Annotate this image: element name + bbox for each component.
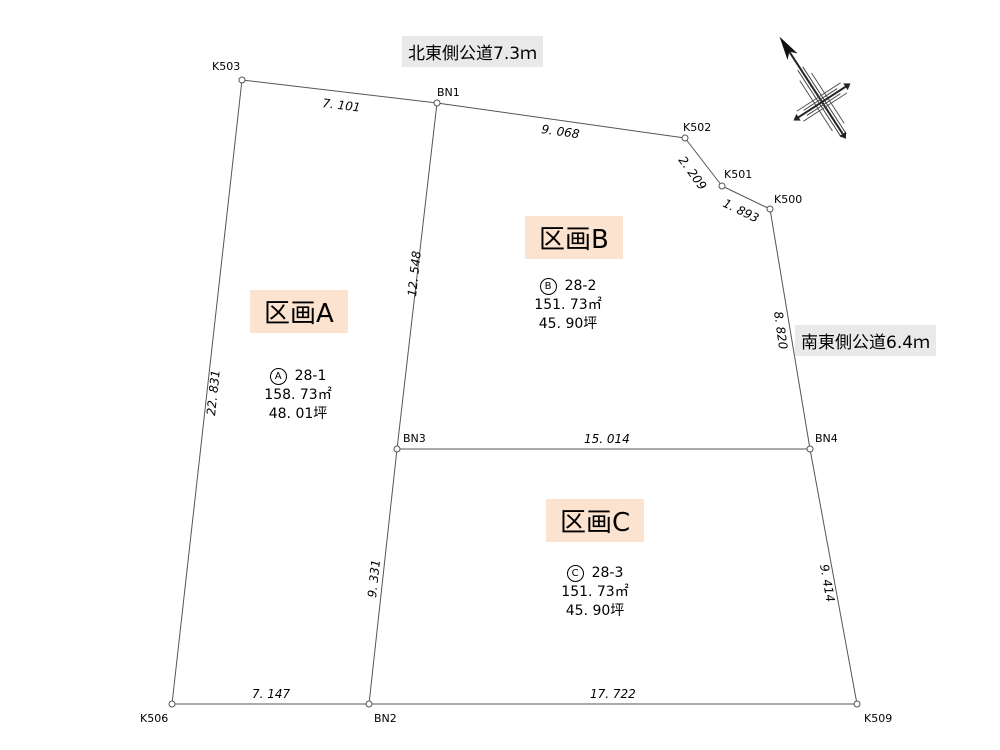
lot-c-number: 28-3 — [591, 565, 624, 581]
dim-k503-bn1: 7. 101 — [322, 96, 362, 115]
boundary-markers — [168, 76, 861, 708]
dim-k501-k500: 1. 893 — [721, 196, 761, 225]
label-bn4: BN4 — [815, 432, 838, 445]
dim-bn3-bn2: 9. 331 — [365, 559, 383, 598]
lot-a-number: 28-1 — [294, 368, 327, 384]
lot-b-number: 28-2 — [564, 278, 597, 294]
label-k501: K501 — [724, 168, 752, 181]
dim-bn3-bn4: 15. 014 — [584, 432, 630, 446]
lot-a-area-tsubo: 48. 01坪 — [268, 406, 328, 422]
label-k500: K500 — [774, 193, 802, 206]
label-k506: K506 — [140, 712, 168, 725]
lot-c-info: C 28-3 151. 73㎡ 45. 90坪 — [545, 564, 645, 621]
lot-c-mark: C — [566, 564, 584, 582]
label-k503: K503 — [212, 60, 240, 73]
boundary-lines — [171, 79, 858, 705]
marker-k503 — [238, 76, 246, 84]
road-label-north: 北東側公道7.3ｍ — [402, 36, 544, 67]
lot-a-area-m2: 158. 73㎡ — [264, 387, 332, 403]
line-bn3-bn2 — [368, 448, 398, 705]
marker-bn2 — [365, 700, 373, 708]
marker-k500 — [766, 205, 774, 213]
label-bn1: BN1 — [437, 86, 460, 99]
lot-a-info: A 28-1 158. 73㎡ 48. 01坪 — [248, 367, 348, 424]
marker-bn1 — [433, 99, 441, 107]
dim-bn4-k509: 9. 414 — [817, 563, 837, 603]
lot-b-mark: B — [539, 277, 557, 295]
dim-k506-bn2: 7. 147 — [252, 687, 291, 701]
line-bn4-k509 — [809, 448, 858, 705]
line-k501-k500 — [721, 185, 771, 210]
marker-k509 — [853, 700, 861, 708]
lot-c-area-m2: 151. 73㎡ — [561, 584, 629, 600]
lot-b-area-tsubo: 45. 90坪 — [538, 316, 598, 332]
line-k502-k501 — [684, 137, 723, 187]
line-k503-k506 — [171, 79, 243, 705]
dim-bn1-bn3: 12. 548 — [405, 250, 424, 297]
label-k502: K502 — [683, 121, 711, 134]
dim-k500-bn4: 8. 820 — [771, 310, 790, 350]
lot-b-info: B 28-2 151. 73㎡ 45. 90坪 — [518, 277, 618, 334]
road-label-south: 南東側公道6.4ｍ — [795, 325, 937, 356]
lot-a-mark: A — [269, 367, 287, 385]
line-k503-bn1 — [241, 79, 438, 104]
label-bn3: BN3 — [403, 432, 426, 445]
label-k509: K509 — [864, 712, 892, 725]
marker-k506 — [168, 700, 176, 708]
marker-bn4 — [806, 445, 814, 453]
marker-k502 — [681, 134, 689, 142]
lot-c-area-tsubo: 45. 90坪 — [565, 603, 625, 619]
marker-k501 — [718, 182, 726, 190]
line-bn1-bn3 — [396, 102, 438, 450]
marker-bn3 — [393, 445, 401, 453]
line-k500-bn4 — [769, 208, 811, 450]
line-bn1-k502 — [436, 102, 686, 139]
point-labels: K503 BN1 K502 K501 K500 BN3 BN4 K506 BN2… — [140, 60, 892, 725]
dim-bn1-k502: 9. 068 — [541, 122, 581, 141]
lot-b-title: 区画B — [525, 216, 623, 259]
label-bn2: BN2 — [374, 712, 397, 725]
lot-c-title: 区画C — [546, 499, 645, 542]
dim-k503-k506: 22. 831 — [204, 369, 223, 416]
lot-b-area-m2: 151. 73㎡ — [534, 297, 602, 313]
dim-bn2-k509: 17. 722 — [590, 687, 636, 701]
north-arrow-icon — [779, 36, 851, 139]
dim-k502-k501: 2. 209 — [676, 154, 710, 193]
lot-a-title: 区画A — [250, 290, 348, 333]
